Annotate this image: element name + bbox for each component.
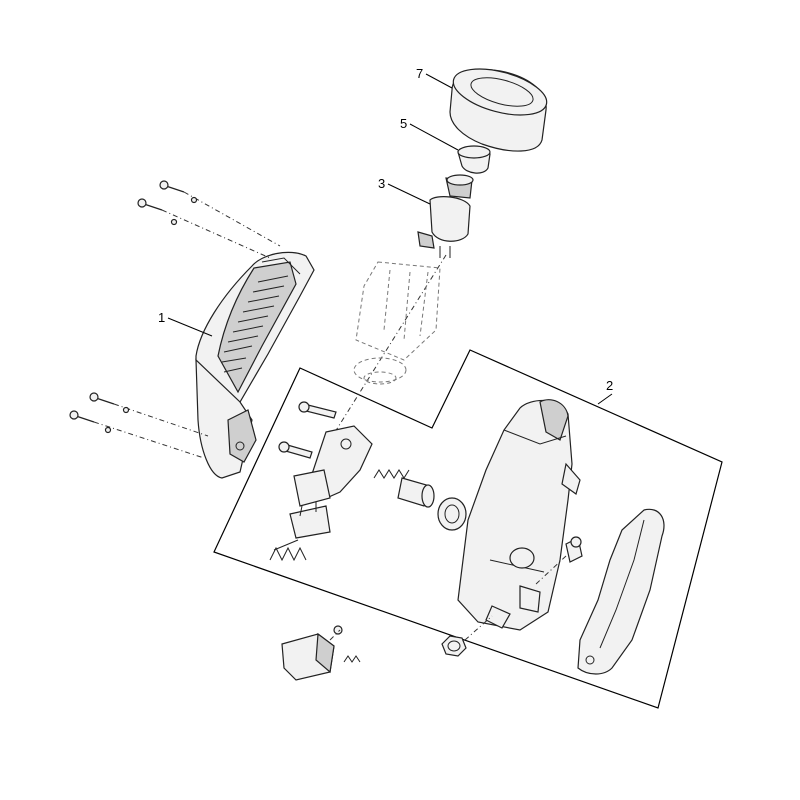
ghost-cover	[353, 261, 441, 385]
svg-text:7: 7	[416, 66, 423, 81]
clamp-block-part	[281, 625, 361, 681]
lever-mechanism	[289, 425, 373, 539]
callout-3: 3	[378, 176, 431, 205]
grip-handle-part	[195, 251, 315, 479]
svg-text:2: 2	[606, 378, 613, 393]
lever-housing-part	[457, 399, 581, 631]
switch-axis-line	[329, 254, 447, 441]
small-pin-part	[565, 536, 583, 563]
svg-text:1: 1	[158, 310, 165, 325]
callout-2: 2	[597, 378, 613, 405]
curved-lever-part	[577, 508, 665, 675]
switch-part	[417, 174, 474, 258]
spring-center	[373, 469, 410, 479]
ring-part	[437, 497, 467, 531]
callout-7: 7	[416, 66, 453, 89]
assembly-pins	[278, 401, 337, 459]
grip-ridges	[221, 275, 289, 373]
svg-text:3: 3	[378, 176, 385, 191]
handle-screws	[69, 180, 281, 459]
spring-left	[269, 539, 307, 562]
callout-1: 1	[158, 310, 213, 337]
assembly-2-boundary	[213, 349, 723, 709]
knob-cap-part	[449, 68, 548, 152]
callout-5: 5	[400, 116, 459, 151]
nut-part	[441, 635, 467, 657]
bushing-part	[457, 145, 491, 174]
pin-leader	[535, 555, 567, 585]
plunger-part	[397, 477, 435, 508]
svg-text:5: 5	[400, 116, 407, 131]
